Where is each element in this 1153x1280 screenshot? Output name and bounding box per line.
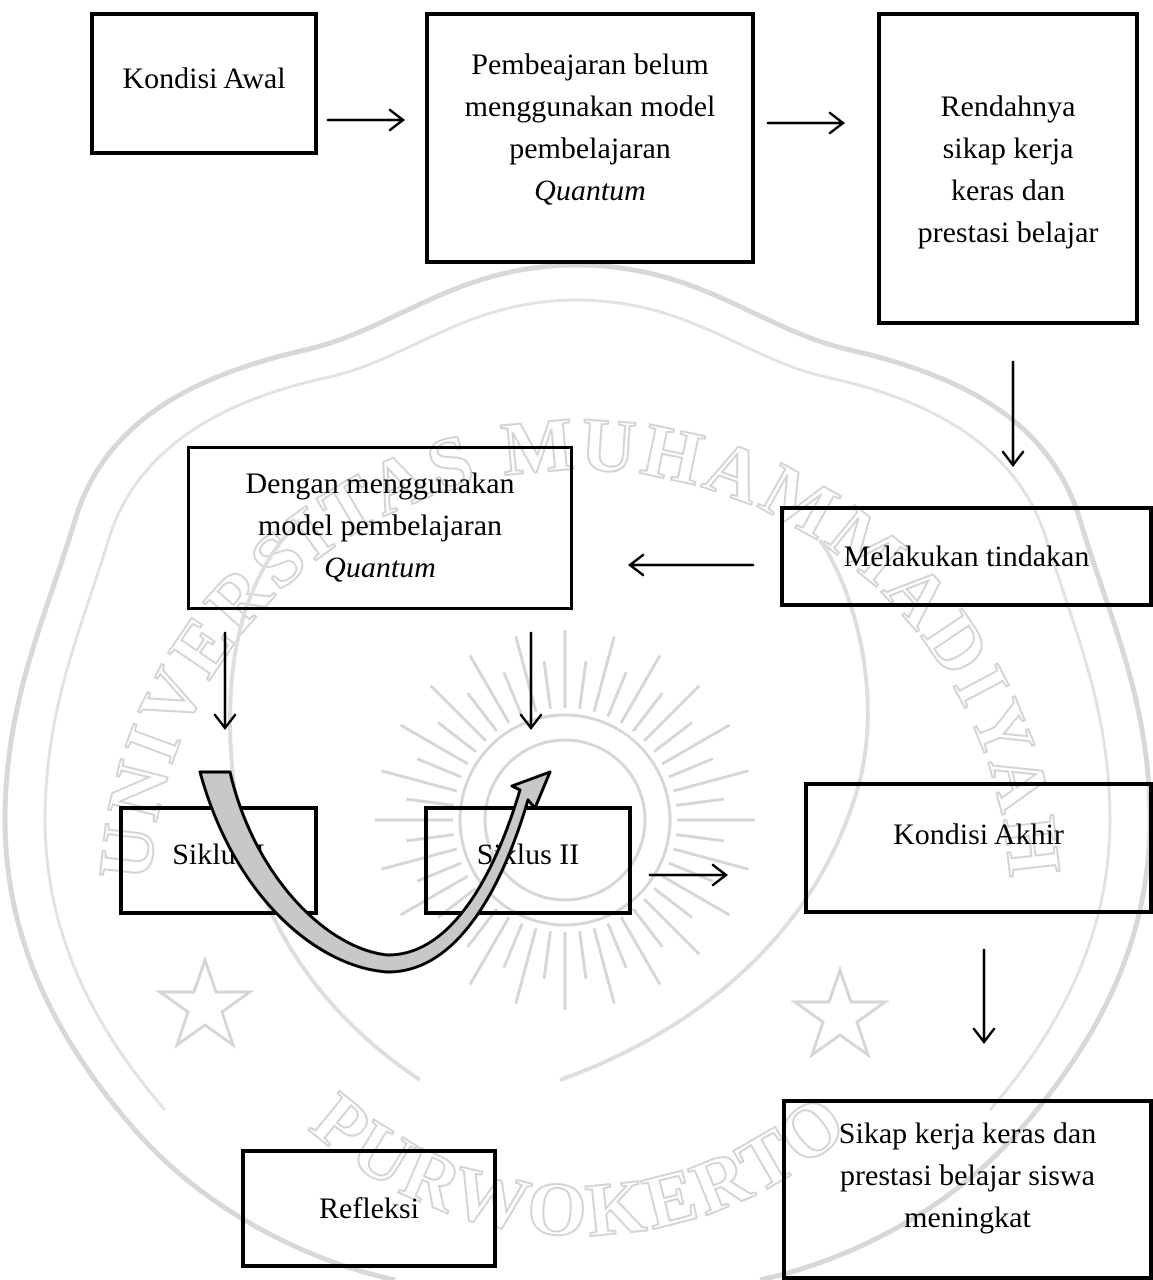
- arrow-down-icon: [1001, 360, 1025, 468]
- kondisi-akhir-label: Kondisi Akhir: [893, 818, 1064, 851]
- siklus-2-box: Siklus II: [424, 806, 632, 915]
- hasil-line-2: prestasi belajar siswa: [840, 1159, 1095, 1192]
- rendahnya-line-4: prestasi belajar: [917, 216, 1099, 249]
- pembelajaran-line-4: Quantum: [534, 174, 646, 207]
- arrow-down-icon: [519, 631, 543, 731]
- kondisi-awal-label: Kondisi Awal: [122, 62, 286, 95]
- rendahnya-line-1: Rendahnya: [940, 90, 1076, 123]
- hasil-meningkat-box: Sikap kerja keras dan prestasi belajar s…: [782, 1099, 1153, 1280]
- refleksi-box: Refleksi: [241, 1149, 497, 1268]
- kondisi-akhir-box: Kondisi Akhir: [804, 782, 1153, 914]
- arrow-right-icon: [648, 863, 729, 887]
- pembelajaran-line-2: menggunakan model: [464, 90, 716, 123]
- pembelajaran-line-1: Pembeajaran belum: [471, 48, 709, 81]
- arrow-down-icon: [972, 948, 996, 1045]
- arrow-right-icon: [326, 108, 406, 132]
- dengan-line-2: model pembelajaran: [257, 509, 503, 542]
- hasil-line-1: Sikap kerja keras dan: [838, 1117, 1097, 1150]
- rendahnya-line-3: keras dan: [950, 174, 1066, 207]
- pembelajaran-line-3: pembelajaran: [509, 132, 671, 165]
- kondisi-awal-box: Kondisi Awal: [90, 12, 318, 155]
- dengan-menggunakan-box: Dengan menggunakan model pembelajaran Qu…: [187, 446, 573, 610]
- melakukan-tindakan-box: Melakukan tindakan: [780, 506, 1153, 607]
- arrow-left-icon: [627, 553, 755, 577]
- hasil-line-3: meningkat: [904, 1201, 1031, 1234]
- rendahnya-line-2: sikap kerja: [942, 132, 1074, 165]
- arrow-down-icon: [213, 631, 237, 731]
- rendahnya-box: Rendahnya sikap kerja keras dan prestasi…: [877, 12, 1139, 325]
- curved-cycle-arrow-icon: [198, 770, 552, 974]
- melakukan-tindakan-label: Melakukan tindakan: [843, 539, 1090, 573]
- dengan-line-3: Quantum: [324, 551, 436, 584]
- arrow-right-icon: [766, 111, 846, 135]
- dengan-line-1: Dengan menggunakan: [245, 467, 515, 500]
- refleksi-label: Refleksi: [319, 1191, 419, 1225]
- pembelajaran-belum-box: Pembeajaran belum menggunakan model pemb…: [425, 12, 755, 264]
